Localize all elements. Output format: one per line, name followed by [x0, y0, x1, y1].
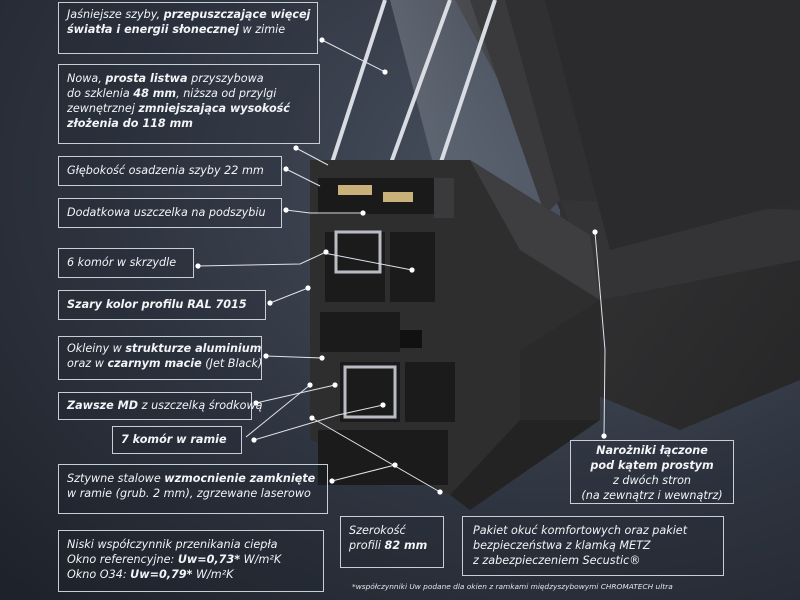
- annotation-hardware-package: Pakiet okuć komfortowych oraz pakiet bezp…: [462, 516, 724, 576]
- annotation-text-bold: przepuszczające więcej: [163, 8, 311, 21]
- profile-cross-section: [310, 160, 600, 510]
- annotation-text: z dwóch stron: [612, 474, 692, 487]
- annotation-text-bold: 7 komór w ramie: [121, 433, 227, 446]
- annotation-bright-glass: Jaśniejsze szyby, przepuszczające więcej…: [58, 2, 318, 54]
- annotation-text-bold: 48 mm: [133, 87, 177, 100]
- annotation-text-bold: Szary kolor profilu RAL 7015: [67, 298, 247, 311]
- annotation-line: zewnętrznej zmniejszająca wysokość: [67, 101, 311, 116]
- annotation-text: oraz w: [67, 357, 108, 370]
- footnote: *współczynniki Uw podane dla okien z ram…: [352, 582, 673, 591]
- annotation-text: Okno referencyjne:: [67, 553, 178, 566]
- annotation-text: , niższa od przylgi: [176, 87, 277, 100]
- annotation-text: profili: [349, 539, 385, 552]
- annotation-text-bold: czarnym macie: [107, 357, 202, 370]
- annotation-text: Głębokość osadzenia szyby 22 mm: [67, 164, 264, 177]
- annotation-text: (Jet Black): [201, 357, 263, 370]
- annotation-text: zewnętrznej: [67, 102, 139, 115]
- annotation-sash-chambers: 6 komór w skrzydle: [58, 248, 194, 278]
- annotation-text: bezpieczeństwa z klamką METZ: [473, 539, 651, 552]
- leader-lines: [197, 39, 606, 493]
- annotation-line: Szary kolor profilu RAL 7015: [67, 297, 257, 312]
- annotation-text-bold: pod kątem prostym: [590, 459, 714, 472]
- annotation-text: (na zewnątrz i wewnątrz): [581, 489, 723, 502]
- annotation-text-bold: strukturze aluminium: [125, 342, 262, 355]
- annotation-line: Okleiny w strukturze aluminium: [67, 341, 261, 356]
- annotation-text-bold: zmniejszająca wysokość: [138, 102, 290, 115]
- annotation-text: do szklenia: [67, 87, 134, 100]
- annotation-text-bold: 82 mm: [384, 539, 428, 552]
- annotation-glass-depth: Głębokość osadzenia szyby 22 mm: [58, 156, 282, 186]
- annotation-extra-gasket: Dodatkowa uszczelka na podszybiu: [58, 198, 282, 228]
- annotation-line: do szklenia 48 mm, niższa od przylgi: [67, 86, 311, 101]
- annotation-line: Zawsze MD z uszczelką środkową: [67, 398, 262, 413]
- annotation-text: Niski współczynnik przenikania ciepła: [67, 538, 278, 551]
- annotation-text: 6 komór w skrzydle: [67, 256, 177, 269]
- annotation-text: Szerokość: [349, 524, 406, 537]
- annotation-text-bold: prosta listwa: [105, 72, 188, 85]
- annotation-line: profili 82 mm: [349, 538, 435, 553]
- annotation-text-bold: Zawsze MD: [67, 399, 139, 412]
- annotation-text-bold: Narożniki łączone: [596, 444, 708, 457]
- annotation-line: 7 komór w ramie: [121, 432, 233, 447]
- annotation-line: światła i energii słonecznej w zimie: [67, 22, 309, 37]
- annotation-text: Pakiet okuć komfortowych oraz pakiet: [473, 524, 688, 537]
- annotation-line: pod kątem prostym: [575, 458, 729, 473]
- window-frame-corner: [455, 0, 800, 430]
- annotation-text-bold: złożenia do 118 mm: [67, 117, 193, 130]
- annotation-line: Narożniki łączone: [575, 443, 729, 458]
- annotation-frame-chambers: 7 komór w ramie: [112, 426, 242, 454]
- annotation-profile-color: Szary kolor profilu RAL 7015: [58, 290, 266, 320]
- annotation-line: Okno O34: Uw=0,79* W/m²K: [67, 567, 315, 582]
- annotation-text: w ramie (grub. 2 mm), zgrzewane laserowo: [67, 487, 311, 500]
- annotation-line: Sztywne stalowe wzmocnienie zamknięte: [67, 471, 319, 486]
- annotation-line: Dodatkowa uszczelka na podszybiu: [67, 205, 273, 220]
- annotation-text: Sztywne stalowe: [67, 472, 165, 485]
- annotation-line: Głębokość osadzenia szyby 22 mm: [67, 163, 273, 178]
- annotation-line: Okno referencyjne: Uw=0,73* W/m²K: [67, 552, 315, 567]
- annotation-text: W/m²K: [192, 568, 234, 581]
- annotation-line: złożenia do 118 mm: [67, 116, 311, 131]
- annotation-line: bezpieczeństwa z klamką METZ: [473, 538, 713, 553]
- annotation-line: Jaśniejsze szyby, przepuszczające więcej: [67, 7, 311, 22]
- annotation-md-gasket: Zawsze MD z uszczelką środkową: [58, 392, 262, 420]
- annotation-text: z zabezpieczeniem Secustic®: [473, 554, 641, 567]
- annotation-line: w ramie (grub. 2 mm), zgrzewane laserowo: [67, 486, 319, 501]
- annotation-text-bold: Uw=0,73*: [177, 553, 241, 566]
- annotation-line: Szerokość: [349, 523, 435, 538]
- annotation-text: Nowa,: [67, 72, 106, 85]
- annotation-line: Pakiet okuć komfortowych oraz pakiet: [473, 523, 713, 538]
- annotation-corner-joints: Narożniki łączone pod kątem prostym z dwóc…: [570, 440, 734, 504]
- annotation-text-bold: wzmocnienie zamknięte: [164, 472, 316, 485]
- annotation-line: z dwóch stron: [575, 473, 729, 488]
- annotation-text: z uszczelką środkową: [138, 399, 263, 412]
- annotation-text: w zimie: [238, 23, 286, 36]
- annotation-line: 6 komór w skrzydle: [67, 255, 185, 270]
- annotation-text: przyszybowa: [187, 72, 264, 85]
- annotation-text: Dodatkowa uszczelka na podszybiu: [67, 206, 266, 219]
- annotation-line: Niski współczynnik przenikania ciepła: [67, 537, 315, 552]
- leader-dots: [195, 37, 607, 495]
- annotation-line: (na zewnątrz i wewnątrz): [575, 488, 729, 503]
- annotation-line: z zabezpieczeniem Secustic®: [473, 553, 713, 568]
- annotation-line: Nowa, prosta listwa przyszybowa: [67, 71, 311, 86]
- annotation-text: Jaśniejsze szyby,: [67, 8, 164, 21]
- annotation-text-bold: Uw=0,79*: [130, 568, 193, 581]
- annotation-text: Okno O34:: [67, 568, 131, 581]
- annotation-text-bold: światła i energii słonecznej: [67, 23, 239, 36]
- annotation-text: W/m²K: [240, 553, 282, 566]
- annotation-text: Okleiny w: [67, 342, 126, 355]
- annotation-line: oraz w czarnym macie (Jet Black): [67, 356, 262, 371]
